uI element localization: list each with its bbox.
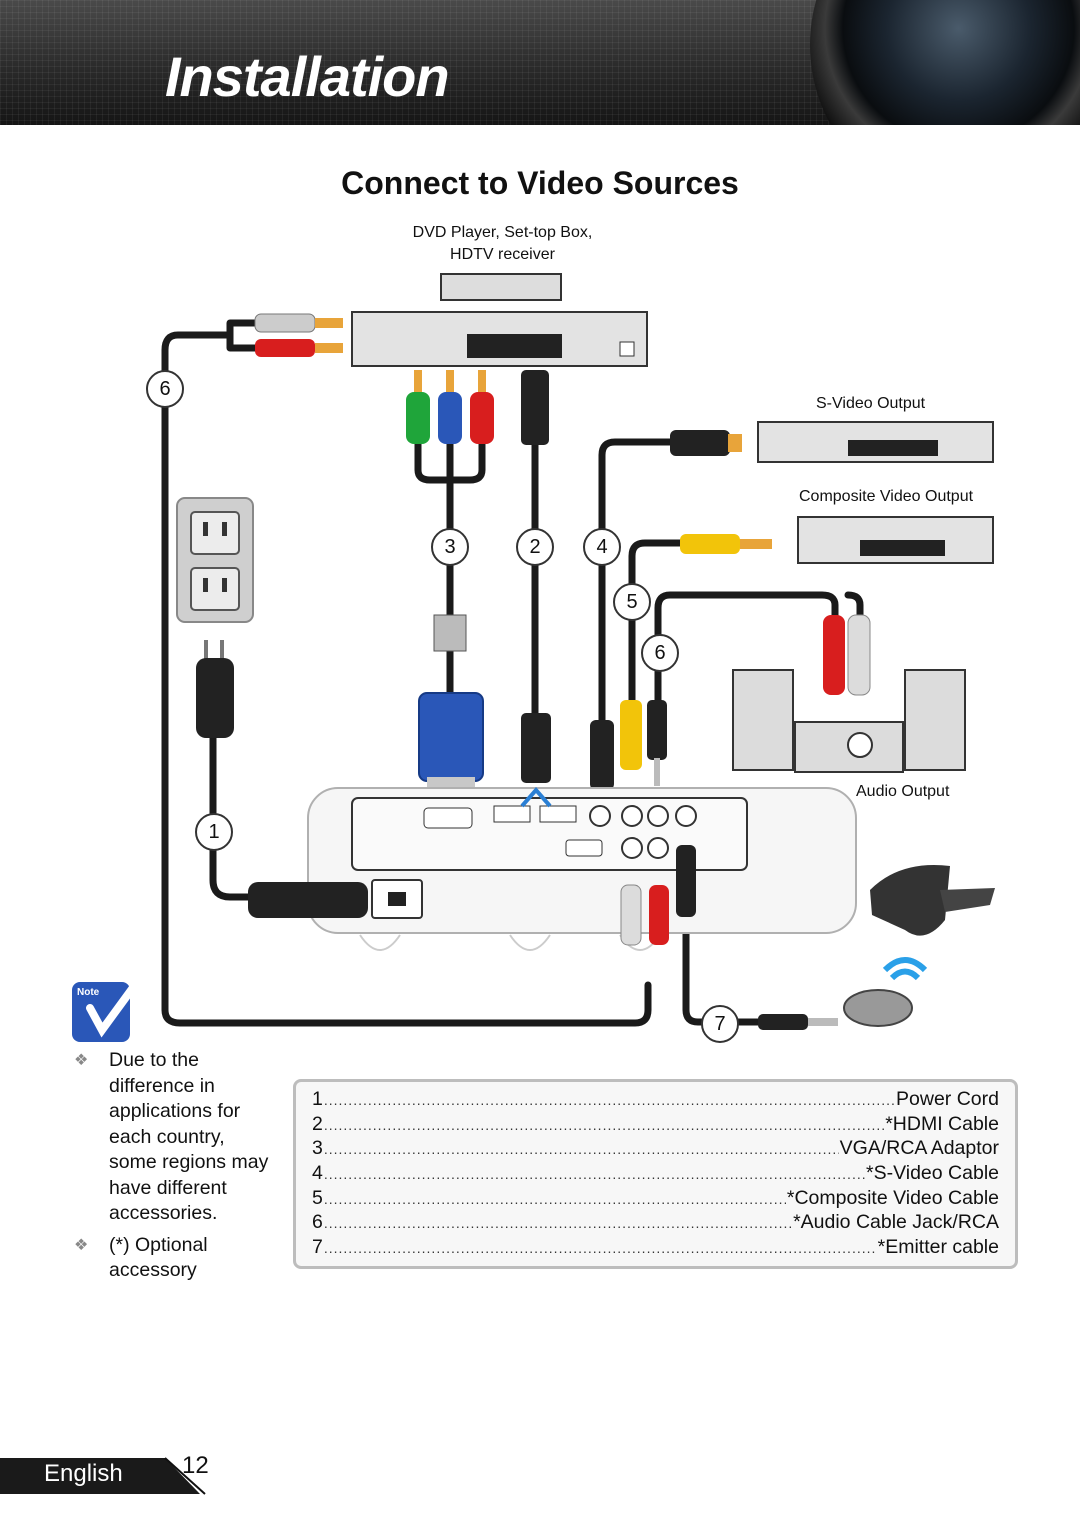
audio-cable-left — [161, 319, 652, 1027]
legend-row: 6 *Audio Cable Jack/RCA — [312, 1211, 999, 1236]
speaker-rca-red — [823, 615, 845, 695]
composite-output-label: Composite Video Output — [799, 488, 974, 505]
svideo-device-graphic — [757, 421, 994, 463]
page-number: 12 — [182, 1452, 209, 1479]
legend-name: *HDMI Cable — [885, 1112, 999, 1135]
callout-6-bottom: 6 — [654, 642, 666, 664]
composite-plug-device — [680, 534, 740, 554]
page-title: Connect to Video Sources — [341, 165, 739, 201]
legend-name: *Audio Cable Jack/RCA — [793, 1211, 999, 1234]
emitter-device — [843, 989, 913, 1027]
emitter-plug — [676, 845, 696, 917]
diamond-bullet-icon: ❖ — [74, 1052, 89, 1069]
legend-name: *Composite Video Cable — [786, 1186, 999, 1209]
legend-row: 4 *S-Video Cable — [312, 1162, 999, 1187]
projector-graphic — [307, 786, 857, 951]
projector-rca-red — [649, 885, 669, 945]
projector-rca-white — [620, 884, 642, 946]
legend-name: *Emitter cable — [877, 1236, 999, 1259]
audio-output-label: Audio Output — [856, 783, 950, 800]
note-badge-label: Note — [77, 987, 100, 998]
leader-dots — [324, 1141, 839, 1157]
legend-name: VGA/RCA Adaptor — [839, 1137, 999, 1160]
callout-3: 3 — [444, 536, 456, 558]
legend-row: 7 *Emitter cable — [312, 1236, 999, 1261]
vga-ferrite — [433, 614, 467, 652]
svideo-plug-device — [670, 430, 730, 456]
svideo-plug-projector — [590, 720, 614, 790]
wall-outlet — [176, 497, 254, 623]
speaker-rca-white — [847, 614, 871, 696]
callout-5: 5 — [626, 591, 638, 613]
power-plug — [196, 640, 234, 738]
legend-number: 7 — [312, 1236, 323, 1259]
legend-number: 3 — [312, 1137, 323, 1160]
composite-device-graphic — [797, 516, 994, 564]
cable-legend: 1 Power Cord 2 *HDMI Cable 3 VGA/RCA Adapto… — [293, 1079, 1018, 1269]
composite-plug-projector — [620, 700, 642, 770]
legend-row: 1 Power Cord — [312, 1088, 999, 1113]
legend-row: 5 *Composite Video Cable — [312, 1187, 999, 1212]
legend-name: Power Cord — [896, 1088, 999, 1110]
vga-connector — [418, 692, 484, 787]
callout-7: 7 — [714, 1013, 726, 1035]
page-header: Installation — [0, 0, 1080, 125]
callout-6-top: 6 — [159, 378, 171, 400]
wireless-icon — [882, 957, 928, 981]
leader-dots — [324, 1240, 877, 1256]
footer-bar — [0, 1458, 200, 1494]
diamond-bullet-icon: ❖ — [74, 1236, 89, 1254]
callout-4: 4 — [596, 536, 608, 558]
note-text: Due to the difference in applications fo… — [109, 1049, 269, 1224]
dvd-player-graphic — [351, 273, 648, 367]
callout-2: 2 — [529, 536, 541, 558]
hdmi-plug-bottom — [521, 713, 551, 783]
note-list: ❖ Due to the difference in applications … — [72, 1048, 272, 1290]
legend-row: 3 VGA/RCA Adaptor — [312, 1137, 999, 1162]
leader-dots — [324, 1117, 884, 1133]
legend-number: 2 — [312, 1112, 323, 1135]
hdmi-plug-top — [521, 370, 549, 445]
legend-name: *S-Video Cable — [866, 1162, 999, 1185]
dvd-label-line2: HDTV receiver — [450, 246, 555, 263]
callout-1: 1 — [208, 821, 220, 843]
legend-number: 5 — [312, 1186, 323, 1209]
footer-language: English — [44, 1460, 123, 1487]
legend-row: 2 *HDMI Cable — [312, 1113, 999, 1138]
leader-dots — [324, 1215, 792, 1231]
section-title: Installation — [165, 45, 450, 108]
leader-dots — [324, 1166, 865, 1182]
lens-image — [810, 0, 1080, 125]
dvd-audio-plugs — [254, 313, 343, 357]
audio-jack-plug — [647, 700, 667, 760]
legend-number: 1 — [312, 1088, 323, 1110]
svideo-output-label: S-Video Output — [816, 395, 926, 412]
note-item: ❖ Due to the difference in applications … — [72, 1048, 272, 1227]
leader-dots — [324, 1191, 786, 1207]
power-connector — [248, 882, 368, 918]
note-badge-icon — [72, 974, 144, 1042]
note-item: ❖ (*) Optional accessory — [72, 1233, 272, 1284]
leader-dots — [324, 1092, 895, 1108]
dvd-label-line1: DVD Player, Set-top Box, — [412, 224, 593, 241]
legend-number: 6 — [312, 1211, 323, 1234]
note-text: (*) Optional accessory — [109, 1233, 208, 1282]
component-plugs — [406, 370, 494, 444]
legend-number: 4 — [312, 1162, 323, 1185]
audio-system-graphic — [732, 669, 966, 773]
callout-circles — [146, 370, 739, 1043]
emitter-jack — [758, 1014, 808, 1030]
3d-glasses-graphic — [870, 865, 995, 936]
